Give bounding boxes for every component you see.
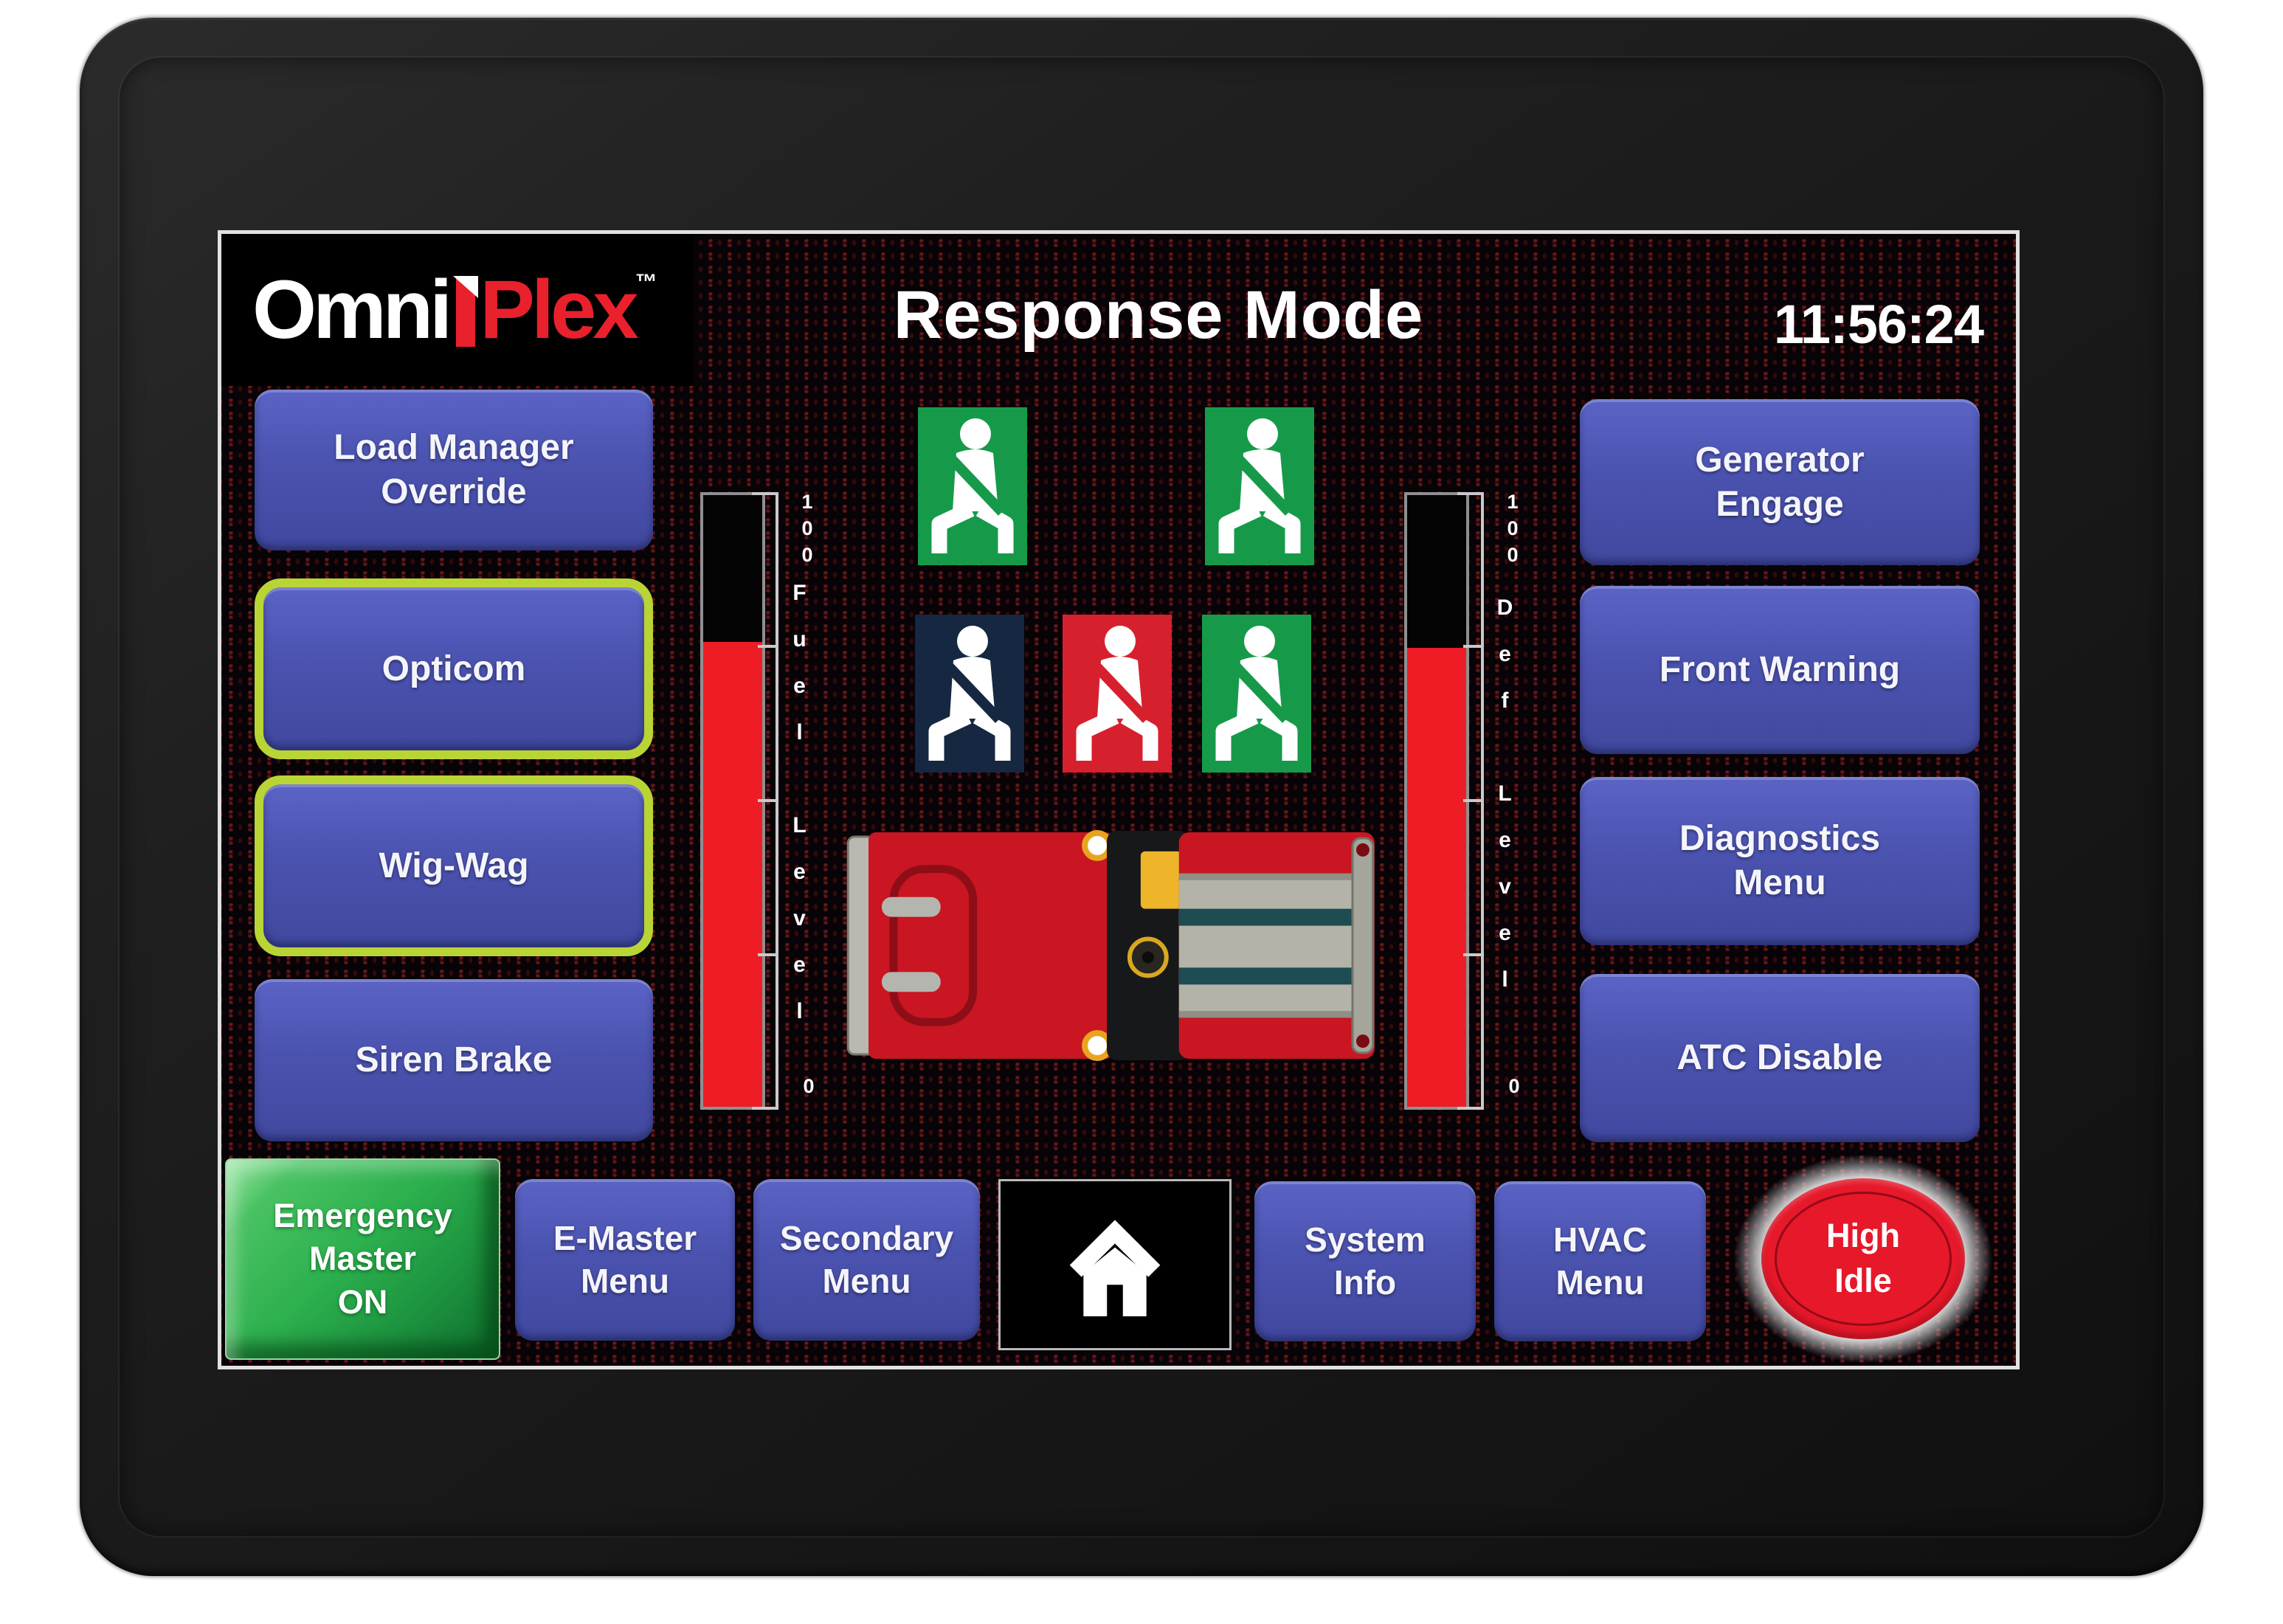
system-info-button[interactable]: System Info bbox=[1254, 1181, 1476, 1341]
atc-disable-button[interactable]: ATC Disable bbox=[1580, 974, 1980, 1142]
high-idle-face: High Idle bbox=[1761, 1178, 1965, 1339]
siren-brake-button[interactable]: Siren Brake bbox=[255, 979, 653, 1141]
fuel-gauge-max-label: 100 bbox=[796, 491, 818, 570]
seatbelt-icon bbox=[1202, 615, 1311, 773]
generator-engage-button[interactable]: Generator Engage bbox=[1580, 399, 1980, 565]
opticom-button[interactable]: Opticom bbox=[255, 578, 653, 759]
logo-text-red: Plex bbox=[480, 263, 638, 356]
def-gauge-fill bbox=[1407, 648, 1466, 1107]
seatbelt-icon bbox=[1205, 407, 1314, 565]
fuel-gauge-name: Fuel Level bbox=[787, 581, 812, 1046]
front-warning-button[interactable]: Front Warning bbox=[1580, 586, 1980, 754]
high-idle-button[interactable]: High Idle bbox=[1734, 1155, 1992, 1363]
secondary-menu-button[interactable]: Secondary Menu bbox=[753, 1179, 980, 1341]
def-gauge-scale bbox=[1457, 492, 1484, 1110]
fuel-gauge-scale bbox=[752, 492, 778, 1110]
hvac-menu-button[interactable]: HVAC Menu bbox=[1494, 1181, 1706, 1341]
load-manager-override-button[interactable]: Load Manager Override bbox=[255, 390, 653, 550]
touchscreen: Omni Plex™ Response Mode 11:56:24 Load Ma… bbox=[218, 230, 2020, 1369]
fuel-gauge-min-label: 0 bbox=[798, 1075, 820, 1102]
diagnostics-menu-button[interactable]: Diagnostics Menu bbox=[1580, 777, 1980, 945]
logo-beacon-icon bbox=[453, 276, 479, 347]
seatbelt-icon bbox=[915, 615, 1024, 773]
fuel-gauge-fill bbox=[703, 641, 762, 1107]
ambulance-top-view-icon bbox=[846, 828, 1377, 1063]
clock: 11:56:24 bbox=[1773, 294, 1984, 355]
logo-box: Omni Plex™ bbox=[221, 234, 694, 386]
fuel-gauge bbox=[700, 492, 765, 1110]
wig-wag-button[interactable]: Wig-Wag bbox=[255, 775, 653, 956]
page-title: Response Mode bbox=[893, 277, 1424, 353]
e-master-menu-button[interactable]: E-Master Menu bbox=[515, 1179, 735, 1341]
emergency-master-on-button[interactable]: Emergency Master ON bbox=[225, 1158, 500, 1360]
def-gauge bbox=[1404, 492, 1469, 1110]
high-idle-label: High Idle bbox=[1826, 1217, 1900, 1299]
home-button[interactable] bbox=[998, 1179, 1232, 1350]
seatbelt-icon bbox=[1063, 615, 1172, 773]
logo-trademark: ™ bbox=[635, 270, 657, 294]
seatbelt-icon bbox=[918, 407, 1027, 565]
def-gauge-max-label: 100 bbox=[1502, 491, 1524, 570]
logo-text-white: Omni bbox=[252, 263, 452, 356]
def-gauge-min-label: 0 bbox=[1503, 1075, 1525, 1102]
home-icon bbox=[1052, 1204, 1178, 1326]
def-gauge-name: Def Level bbox=[1493, 595, 1517, 1014]
